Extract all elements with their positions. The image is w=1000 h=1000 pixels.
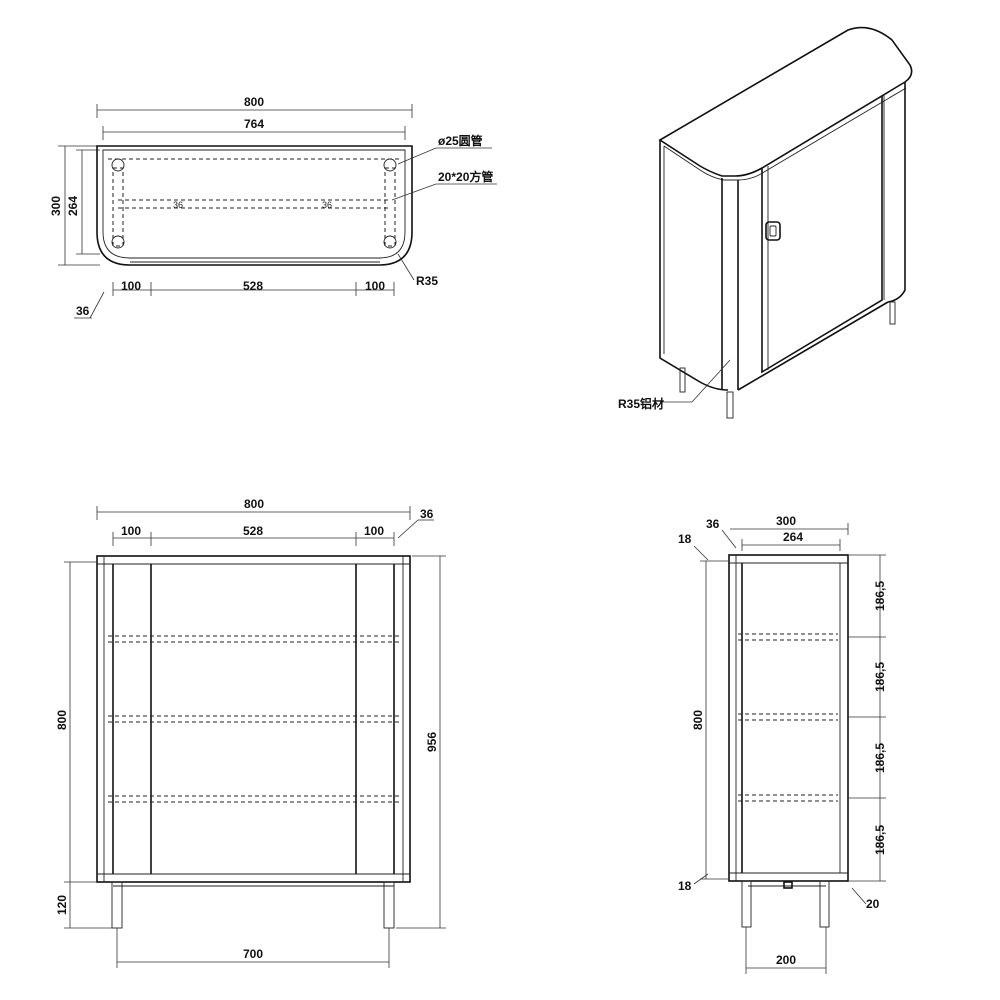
front-dim-800-top: 800 — [244, 497, 264, 511]
top-dim-800: 800 — [244, 95, 264, 109]
front-dim-956: 956 — [425, 732, 439, 752]
top-mark-36-left: 36 — [173, 200, 183, 210]
front-dim-700: 700 — [243, 947, 263, 961]
front-dim-100-left: 100 — [121, 524, 141, 538]
isometric-view: R35铝材 — [618, 26, 913, 419]
label-r35: R35 — [416, 274, 438, 288]
front-dim-100-right: 100 — [364, 524, 384, 538]
side-dim-800: 800 — [691, 710, 705, 730]
front-dim-528: 528 — [243, 524, 263, 538]
side-dim-186-3: 186,5 — [873, 743, 887, 773]
front-view: 800 100 528 100 36 — [55, 497, 446, 968]
door-handle-icon — [765, 221, 781, 241]
front-dim-120: 120 — [55, 895, 69, 915]
front-dim-36: 36 — [420, 507, 434, 521]
side-dim-18-top: 18 — [678, 532, 692, 546]
label-square-tube: 20*20方管 — [438, 169, 493, 184]
side-dim-36: 36 — [706, 517, 720, 531]
top-view: 800 764 300 264 36 36 — [49, 95, 497, 319]
top-dim-264: 264 — [66, 196, 80, 216]
top-dim-764: 764 — [244, 117, 264, 131]
top-dim-300: 300 — [49, 196, 63, 216]
side-dim-200: 200 — [776, 953, 796, 967]
side-dim-186-4: 186,5 — [873, 825, 887, 855]
side-dim-20: 20 — [866, 897, 880, 911]
top-dim-528: 528 — [243, 279, 263, 293]
top-dim-36: 36 — [76, 304, 90, 318]
label-round-pipe: ø25圆管 — [438, 133, 483, 148]
side-dim-186-2: 186,5 — [873, 662, 887, 692]
side-dim-186-1: 186,5 — [873, 581, 887, 611]
top-dim-100-left: 100 — [121, 279, 141, 293]
side-dim-300: 300 — [776, 514, 796, 528]
side-dim-264: 264 — [783, 530, 803, 544]
side-dim-18-bottom: 18 — [678, 879, 692, 893]
label-r35-aluminium: R35铝材 — [618, 396, 664, 411]
top-mark-36-right: 36 — [322, 200, 332, 210]
front-dim-800-left: 800 — [55, 710, 69, 730]
top-dim-100-right: 100 — [365, 279, 385, 293]
side-view: 36 300 264 18 800 18 — [678, 514, 887, 974]
